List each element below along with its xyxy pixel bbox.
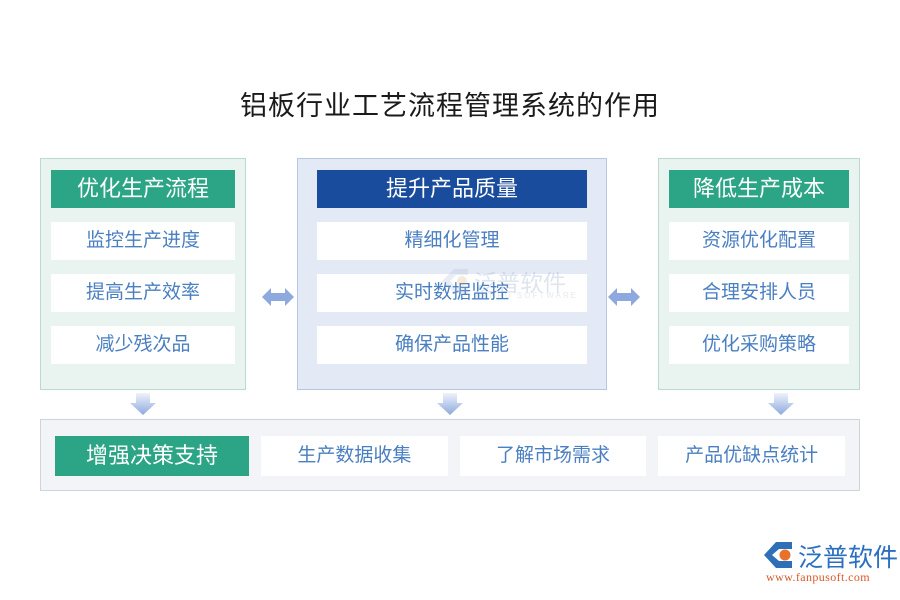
double-arrow-left-right-icon [608, 286, 640, 308]
list-item[interactable]: 产品优缺点统计 [658, 436, 846, 476]
logo-name: 泛普软件 [798, 544, 899, 572]
column-improve-product-quality: 提升产品质量 精细化管理 实时数据监控 确保产品性能 [297, 158, 607, 390]
list-item[interactable]: 提高生产效率 [51, 274, 235, 312]
list-item[interactable]: 了解市场需求 [459, 436, 647, 476]
list-item[interactable]: 生产数据收集 [261, 436, 448, 476]
page-title: 铝板行业工艺流程管理系统的作用 [240, 91, 660, 121]
column-1-header: 优化生产流程 [51, 170, 235, 208]
arrow-down-icon [768, 393, 794, 415]
fanpu-logo-icon [764, 542, 792, 568]
list-item[interactable]: 优化采购策略 [669, 326, 849, 364]
list-item[interactable]: 确保产品性能 [317, 326, 587, 364]
column-reduce-production-cost: 降低生产成本 资源优化配置 合理安排人员 优化采购策略 [658, 158, 860, 390]
columns-region: 优化生产流程 监控生产进度 提高生产效率 减少残次品 提升产品质量 精细化管理 … [40, 158, 860, 390]
bottom-row-decision-support: 增强决策支持 生产数据收集 了解市场需求 产品优缺点统计 [40, 419, 860, 491]
double-arrow-left-right-icon [262, 286, 294, 308]
column-optimize-production-flow: 优化生产流程 监控生产进度 提高生产效率 减少残次品 [40, 158, 246, 390]
column-3-header: 降低生产成本 [669, 170, 849, 208]
logo: 泛普软件 www.fanpusoft.com [762, 538, 898, 588]
arrow-down-icon [437, 393, 463, 415]
arrow-down-icon [130, 393, 156, 415]
list-item[interactable]: 精细化管理 [317, 222, 587, 260]
logo-url: www.fanpusoft.com [766, 570, 871, 584]
list-item[interactable]: 实时数据监控 [317, 274, 587, 312]
list-item[interactable]: 监控生产进度 [51, 222, 235, 260]
bottom-header: 增强决策支持 [55, 436, 249, 476]
list-item[interactable]: 合理安排人员 [669, 274, 849, 312]
list-item[interactable]: 资源优化配置 [669, 222, 849, 260]
column-2-header: 提升产品质量 [317, 170, 587, 208]
list-item[interactable]: 减少残次品 [51, 326, 235, 364]
